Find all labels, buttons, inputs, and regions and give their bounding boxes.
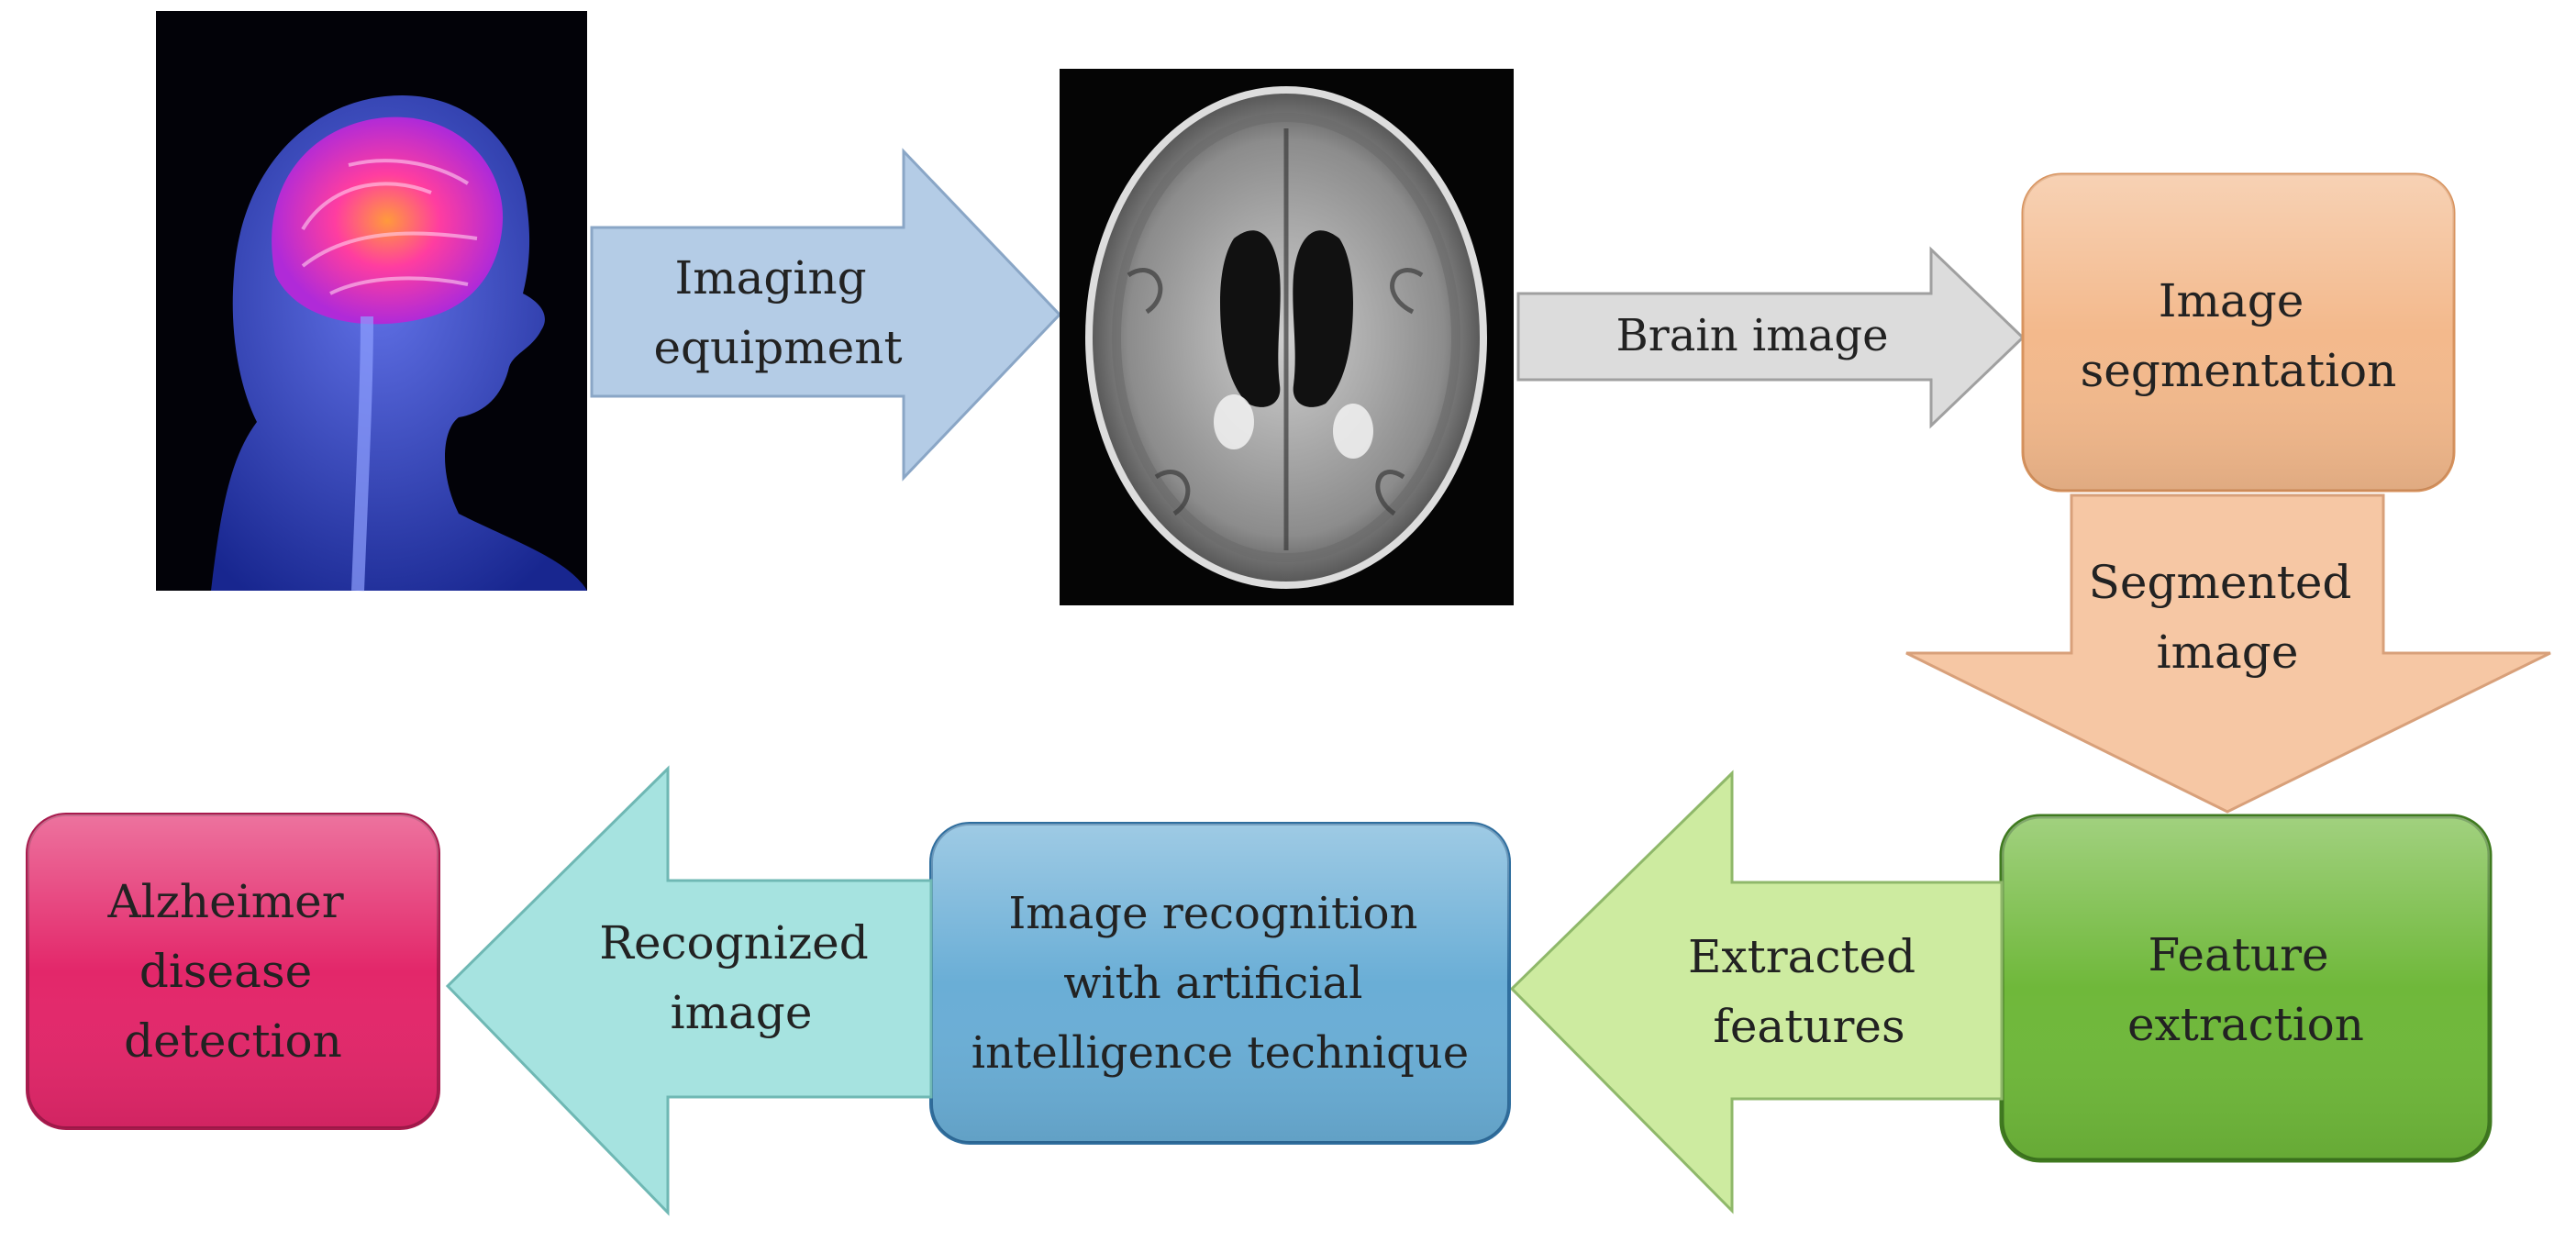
extracted-features-arrow: Extracted features: [1509, 770, 2004, 1214]
image-recognition-line-3: intelligence technique: [972, 1027, 1469, 1079]
feature-extraction-line-1: Feature: [2148, 928, 2328, 981]
alzheimer-detection-line-2: disease: [139, 945, 312, 998]
image-recognition-label: Image recognition with artificial intell…: [972, 888, 1469, 1079]
extracted-features-line-1: Extracted: [1688, 930, 1915, 983]
segmented-image-arrow: Segmented image: [1905, 493, 2551, 814]
image-segmentation-box: Image segmentation: [2021, 172, 2456, 493]
feature-extraction-box: Feature extraction: [1999, 814, 2493, 1163]
brain-mri-picture: [1060, 69, 1514, 605]
image-segmentation-line-1: Image: [2159, 274, 2304, 327]
brain-image-line-1: Brain image: [1616, 310, 1889, 361]
image-recognition-line-1: Image recognition: [1008, 888, 1417, 939]
recognized-image-line-2: image: [671, 986, 813, 1039]
segmented-image-line-2: image: [2157, 626, 2299, 679]
feature-extraction-label: Feature extraction: [2127, 928, 2364, 1051]
extracted-features-line-2: features: [1713, 1000, 1904, 1053]
imaging-equipment-arrow: Imaging equipment: [590, 148, 1062, 482]
alzheimer-detection-box: Alzheimer disease detection: [26, 813, 440, 1130]
recognized-image-arrow: Recognized image: [445, 765, 933, 1216]
image-recognition-box: Image recognition with artificial intell…: [929, 822, 1511, 1145]
image-segmentation-line-2: segmentation: [2081, 344, 2397, 397]
image-segmentation-label: Image segmentation: [2081, 274, 2397, 397]
alzheimer-detection-line-1: Alzheimer: [106, 875, 343, 928]
alzheimer-detection-line-3: detection: [124, 1014, 342, 1068]
head-brain-picture: [156, 11, 587, 592]
imaging-equipment-label: Imaging equipment: [653, 251, 902, 374]
alzheimer-detection-label: Alzheimer disease detection: [106, 875, 358, 1068]
imaging-equipment-line-2: equipment: [653, 321, 902, 374]
brain-image-arrow: Brain image: [1516, 246, 2026, 429]
image-recognition-line-2: with artificial: [1063, 958, 1362, 1009]
imaging-equipment-line-1: Imaging: [674, 251, 866, 305]
recognized-image-label: Recognized image: [599, 916, 883, 1039]
segmented-image-label: Segmented image: [2089, 556, 2367, 679]
extracted-features-label: Extracted features: [1688, 930, 1930, 1053]
feature-extraction-line-2: extraction: [2127, 998, 2364, 1051]
segmented-image-line-1: Segmented: [2089, 556, 2352, 609]
brain-image-label: Brain image: [1616, 310, 1889, 361]
recognized-image-line-1: Recognized: [599, 916, 868, 970]
